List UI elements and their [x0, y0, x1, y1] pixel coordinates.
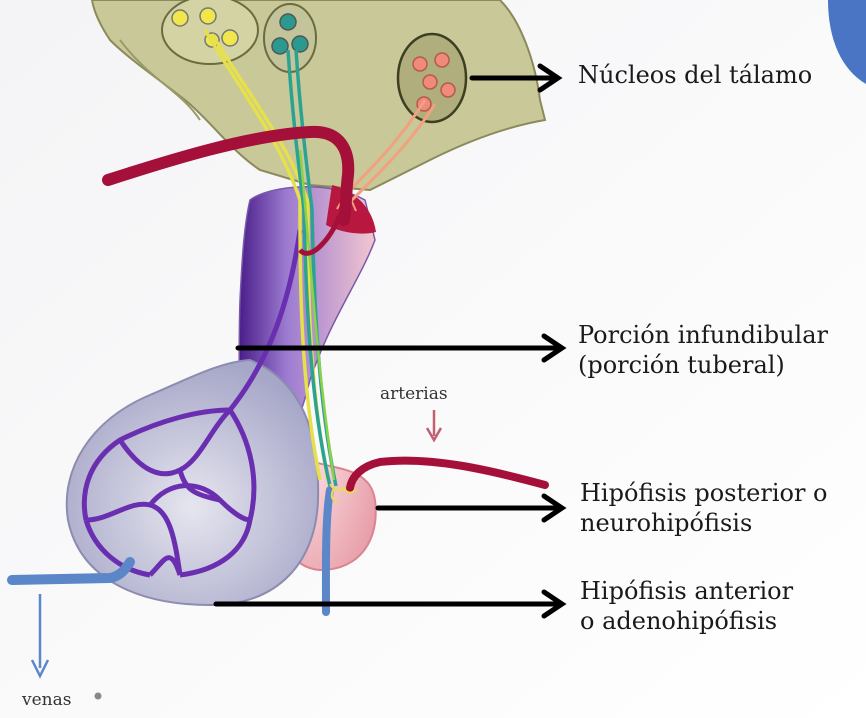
nucleus-yellow	[162, 0, 258, 64]
posterior-vein	[326, 490, 330, 612]
label-infundibular-1: Porción infundibular	[578, 320, 828, 350]
label-thalamus-nuclei: Núcleos del tálamo	[578, 60, 812, 90]
label-posterior-1: Hipófisis posterior o	[580, 478, 828, 508]
label-anterior-2: o adenohipófisis	[580, 606, 777, 636]
label-veins: venas	[22, 690, 71, 710]
dot-marker	[95, 693, 102, 700]
label-arteries: arterias	[380, 384, 448, 404]
label-posterior-2: neurohipófisis	[580, 508, 752, 538]
label-anterior-1: Hipófisis anterior	[580, 576, 793, 606]
label-infundibular-2: (porción tuberal)	[578, 350, 785, 380]
